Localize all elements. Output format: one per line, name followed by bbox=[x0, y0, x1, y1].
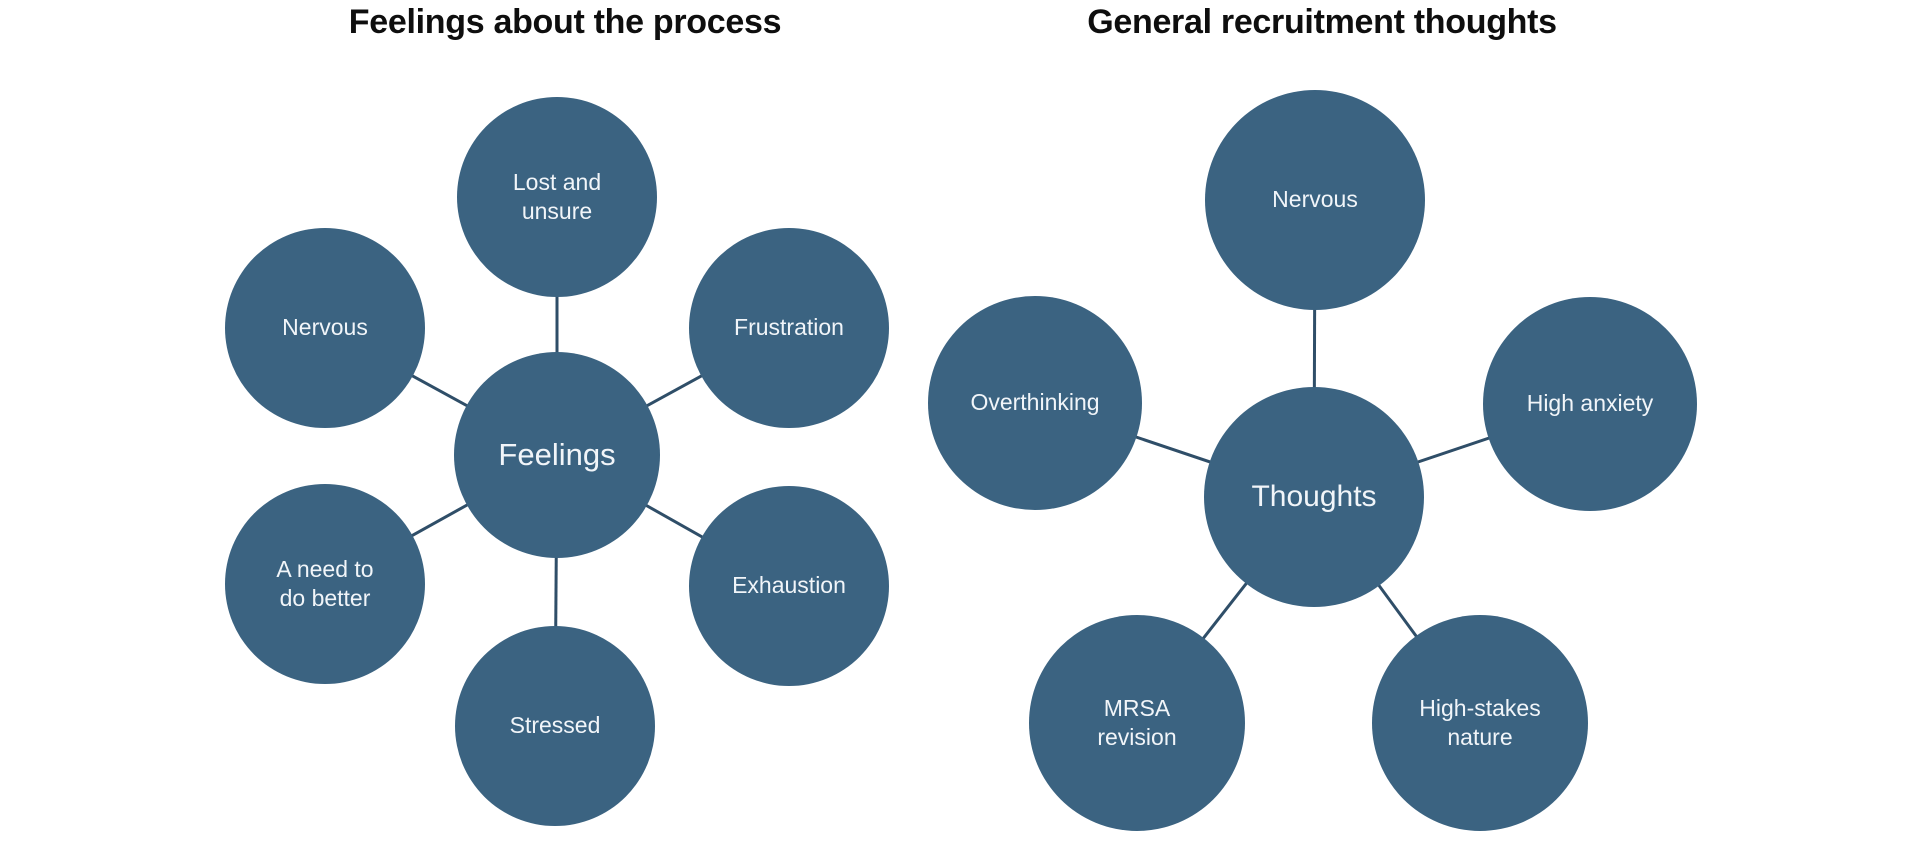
spoke-circle-lost-and-unsure: Lost and unsure bbox=[457, 97, 657, 297]
spoke-label: Frustration bbox=[734, 314, 844, 341]
spoke-circle-mrsa-revision: MRSA revision bbox=[1029, 615, 1245, 831]
spoke-circle-a-need-to-do-better: A need to do better bbox=[225, 484, 425, 684]
spoke-label: Overthinking bbox=[970, 389, 1100, 416]
hub-circle-thoughts: Thoughts bbox=[1204, 387, 1424, 607]
spoke-circle-high-stakes-nature: High-stakes nature bbox=[1372, 615, 1588, 831]
spoke-circle-overthinking: Overthinking bbox=[928, 296, 1142, 510]
hub-circle-feelings: Feelings bbox=[454, 352, 660, 558]
spoke-label: A need to do better bbox=[276, 555, 374, 611]
spoke-circle-high-anxiety: High anxiety bbox=[1483, 297, 1697, 511]
diagram-title-feelings: Feelings about the process bbox=[348, 3, 782, 41]
spoke-label: Nervous bbox=[1272, 186, 1358, 213]
hub-label: Thoughts bbox=[1251, 479, 1377, 513]
spoke-label: High anxiety bbox=[1526, 390, 1654, 417]
spoke-circle-stressed: Stressed bbox=[455, 626, 655, 826]
spoke-label: Nervous bbox=[282, 314, 368, 341]
spoke-circle-nervous-right: Nervous bbox=[1205, 90, 1425, 310]
spoke-label: Lost and unsure bbox=[512, 168, 602, 224]
spoke-circle-nervous-left: Nervous bbox=[225, 228, 425, 428]
spoke-label: Stressed bbox=[509, 712, 601, 739]
hub-label: Feelings bbox=[498, 437, 616, 473]
spoke-circle-exhaustion: Exhaustion bbox=[689, 486, 889, 686]
spoke-label: Exhaustion bbox=[732, 572, 846, 599]
spoke-label: High-stakes nature bbox=[1419, 694, 1541, 750]
spoke-label: MRSA revision bbox=[1097, 694, 1177, 750]
spoke-circle-frustration: Frustration bbox=[689, 228, 889, 428]
diagram-title-thoughts: General recruitment thoughts bbox=[1087, 3, 1557, 41]
